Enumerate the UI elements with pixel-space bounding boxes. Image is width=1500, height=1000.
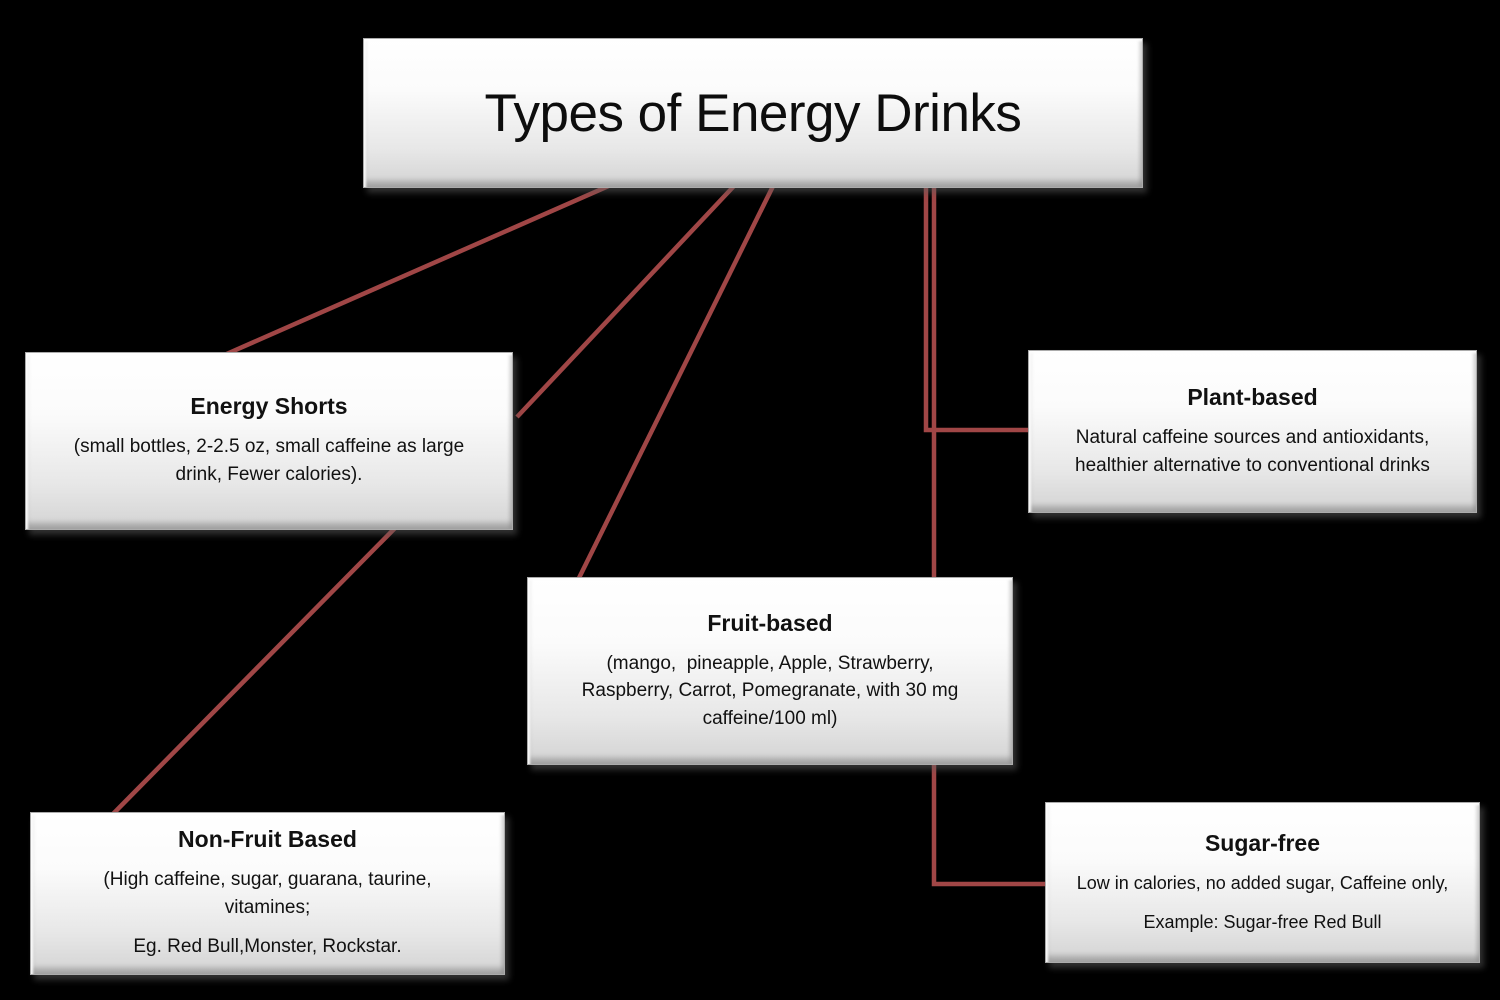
node-example-line: Eg. Red Bull,Monster, Rockstar. (133, 936, 402, 958)
connector-energy-shorts-to-non-fruit (108, 523, 400, 819)
node-line: healthier alternative to conventional dr… (1075, 454, 1430, 476)
node-heading: Energy Shorts (190, 393, 348, 420)
node-line: (mango, pineapple, Apple, Strawberry, (606, 652, 934, 674)
connector-title-to-energy-shorts-top (221, 167, 646, 359)
node-line: vitamines; (224, 896, 311, 918)
connector-title-to-sugar-free (931, 170, 1050, 887)
node-sugar-free: Sugar-free Low in calories, no added sug… (1045, 802, 1480, 963)
node-line: Raspberry, Carrot, Pomegranate, with 30 … (581, 680, 959, 702)
node-example-line: Example: Sugar-free Red Bull (1143, 911, 1382, 932)
diagram-title: Types of Energy Drinks (484, 83, 1022, 143)
node-plant-based: Plant-based Natural caffeine sources and… (1028, 350, 1477, 513)
node-line: Natural caffeine sources and antioxidant… (1075, 426, 1430, 448)
node-heading: Sugar-free (1204, 830, 1321, 857)
node-line: (High caffeine, sugar, guarana, taurine, (103, 869, 432, 891)
connector-title-to-plant-based (923, 170, 1033, 433)
node-line: caffeine/100 ml) (702, 707, 838, 729)
node-fruit-based: Fruit-based (mango, pineapple, Apple, St… (527, 577, 1013, 765)
connector-title-to-energy-shorts-right (515, 168, 751, 419)
node-non-fruit-based: Non-Fruit Based (High caffeine, sugar, g… (30, 812, 505, 975)
node-line: Low in calories, no added sugar, Caffein… (1076, 873, 1449, 894)
node-heading: Plant-based (1187, 383, 1318, 410)
title-box: Types of Energy Drinks (363, 38, 1143, 188)
node-heading: Fruit-based (707, 609, 833, 636)
node-line: drink, Fewer calories). (175, 464, 363, 485)
node-heading: Non-Fruit Based (178, 826, 357, 853)
connector-title-to-fruit-based (574, 169, 784, 583)
node-line: (small bottles, 2-2.5 oz, small caffeine… (73, 436, 465, 458)
node-energy-shorts: Energy Shorts (small bottles, 2-2.5 oz, … (25, 352, 513, 530)
